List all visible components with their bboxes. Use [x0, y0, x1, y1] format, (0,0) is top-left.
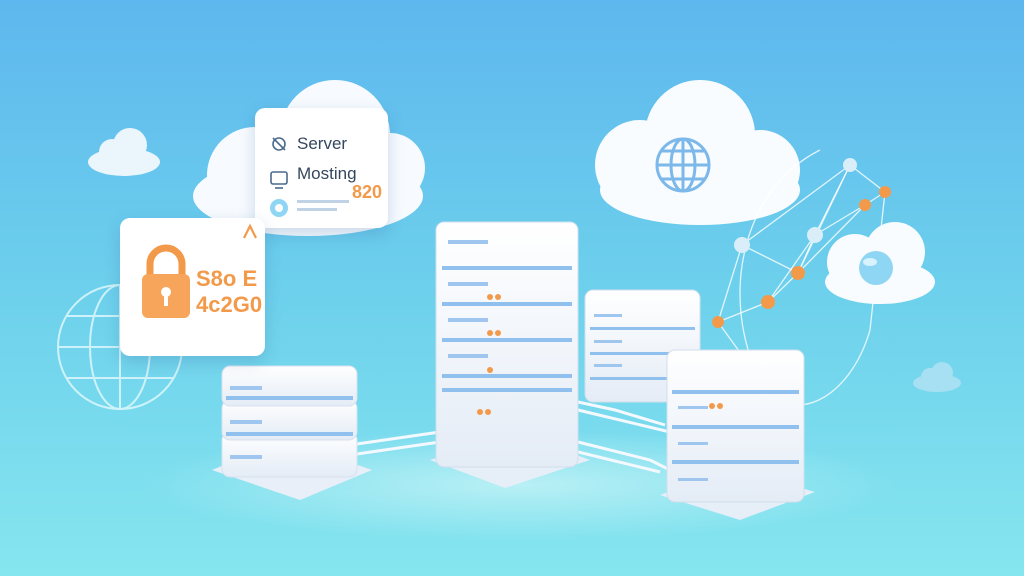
server-card-title: Server — [297, 134, 348, 153]
cloud-icon — [913, 362, 961, 392]
settings-icon — [272, 137, 286, 151]
server-info-card: Server Mosting 820 — [255, 108, 388, 228]
server-card-number: 820 — [352, 182, 383, 202]
cloud-icon — [88, 128, 160, 176]
server-rack-icon — [430, 221, 590, 488]
text-line — [297, 200, 349, 203]
monitor-icon — [270, 171, 288, 189]
server-rack-icon — [660, 349, 815, 520]
security-card-icons — [142, 220, 260, 318]
globe-icon — [655, 137, 711, 193]
security-card: S8o E 4c2G0 — [120, 218, 265, 356]
server-card-subtitle: Mosting — [297, 164, 357, 183]
sync-icon — [270, 199, 288, 217]
server-rack-icon — [212, 365, 372, 500]
security-card-line2: 4c2G0 — [196, 292, 263, 317]
server-card-icons — [270, 137, 349, 217]
security-card-line1: S8o E — [196, 266, 258, 291]
lock-icon — [142, 244, 190, 318]
cursor-icon — [238, 220, 260, 242]
text-line — [297, 208, 337, 211]
orb-icon — [859, 251, 893, 285]
network-node-icon — [712, 158, 891, 328]
